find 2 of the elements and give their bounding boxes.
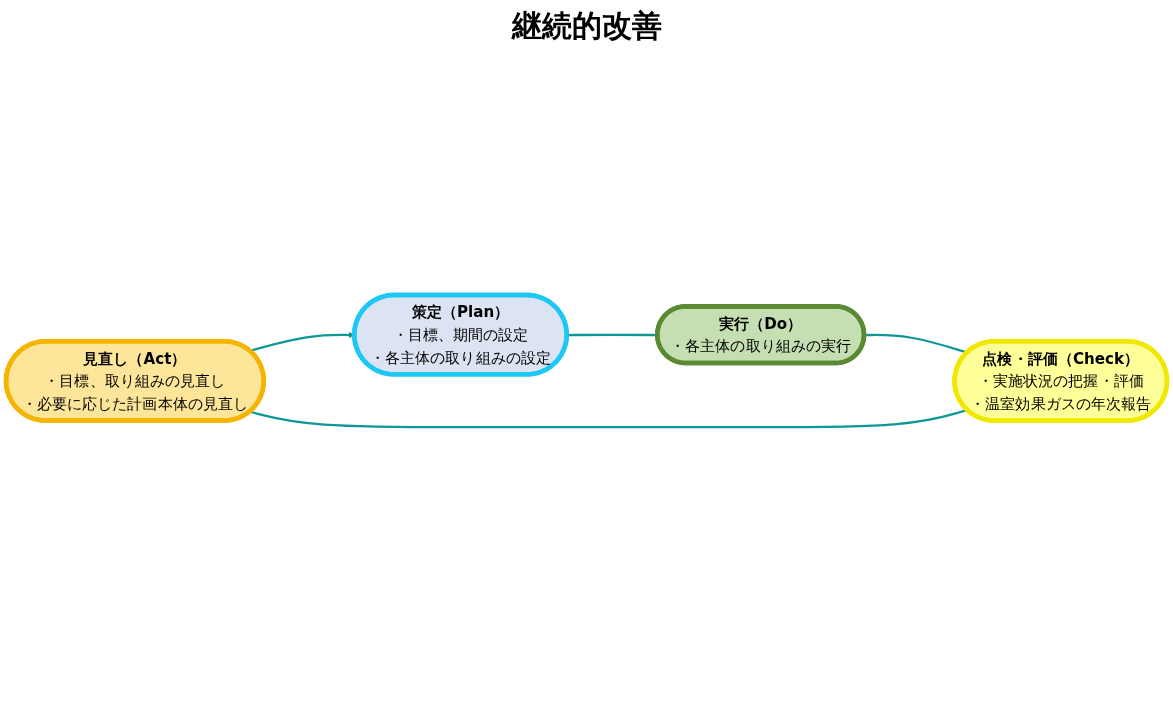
connector (249, 408, 968, 429)
cycle-label: 継続的改善 (510, 7, 663, 45)
